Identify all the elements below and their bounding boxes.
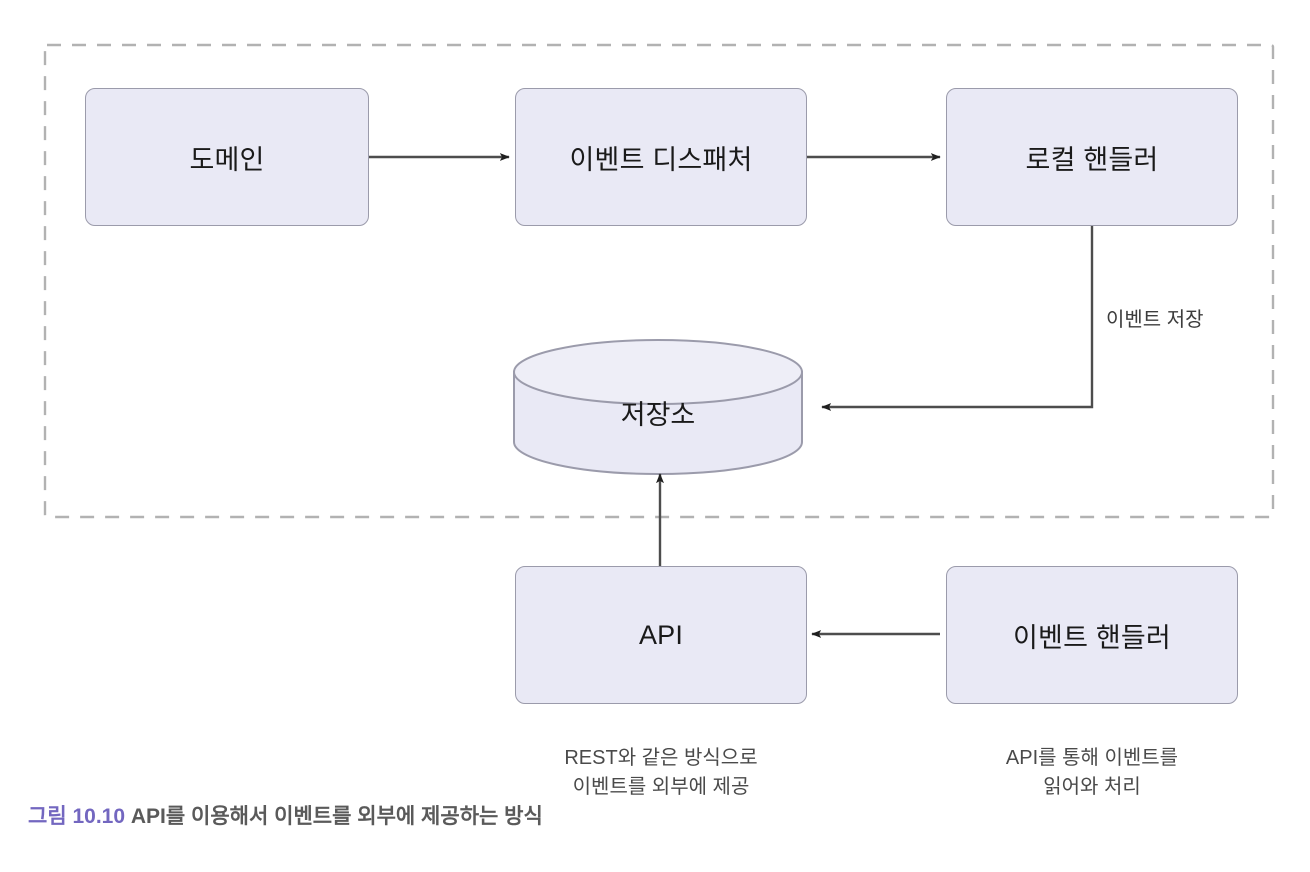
node-storage-label: 저장소 [620, 399, 696, 430]
node-event-dispatcher-label: 이벤트 디스패처 [569, 144, 753, 175]
node-domain-label: 도메인 [189, 144, 265, 175]
node-event-handler[interactable]: 이벤트 핸들러 [946, 566, 1238, 704]
note-event-handler-text: API를 통해 이벤트를 읽어와 처리 [1005, 747, 1179, 798]
node-local-handler-label: 로컬 핸들러 [1025, 144, 1159, 175]
figure-caption-text: API를 이용해서 이벤트를 외부에 제공하는 방식 [130, 805, 543, 828]
edge-label-store-event-text: 이벤트 저장 [1106, 309, 1204, 331]
note-event-handler: API를 통해 이벤트를 읽어와 처리 [927, 716, 1257, 801]
figure-caption: 그림 10.10 API를 이용해서 이벤트를 외부에 제공하는 방식 [28, 800, 543, 830]
node-local-handler[interactable]: 로컬 핸들러 [946, 88, 1238, 226]
node-domain[interactable]: 도메인 [85, 88, 369, 226]
node-api-label: API [638, 619, 684, 650]
note-api: REST와 같은 방식으로 이벤트를 외부에 제공 [496, 716, 826, 801]
figure-number: 그림 10.10 [28, 805, 126, 828]
edge-label-store-event: 이벤트 저장 [1106, 303, 1204, 332]
edge-local-handler-to-storage [821, 224, 1094, 411]
node-storage[interactable]: 저장소 [514, 340, 802, 474]
node-event-dispatcher[interactable]: 이벤트 디스패처 [515, 88, 807, 226]
node-api[interactable]: API [515, 566, 807, 704]
node-event-handler-label: 이벤트 핸들러 [1013, 622, 1171, 653]
note-api-text: REST와 같은 방식으로 이벤트를 외부에 제공 [564, 747, 758, 798]
